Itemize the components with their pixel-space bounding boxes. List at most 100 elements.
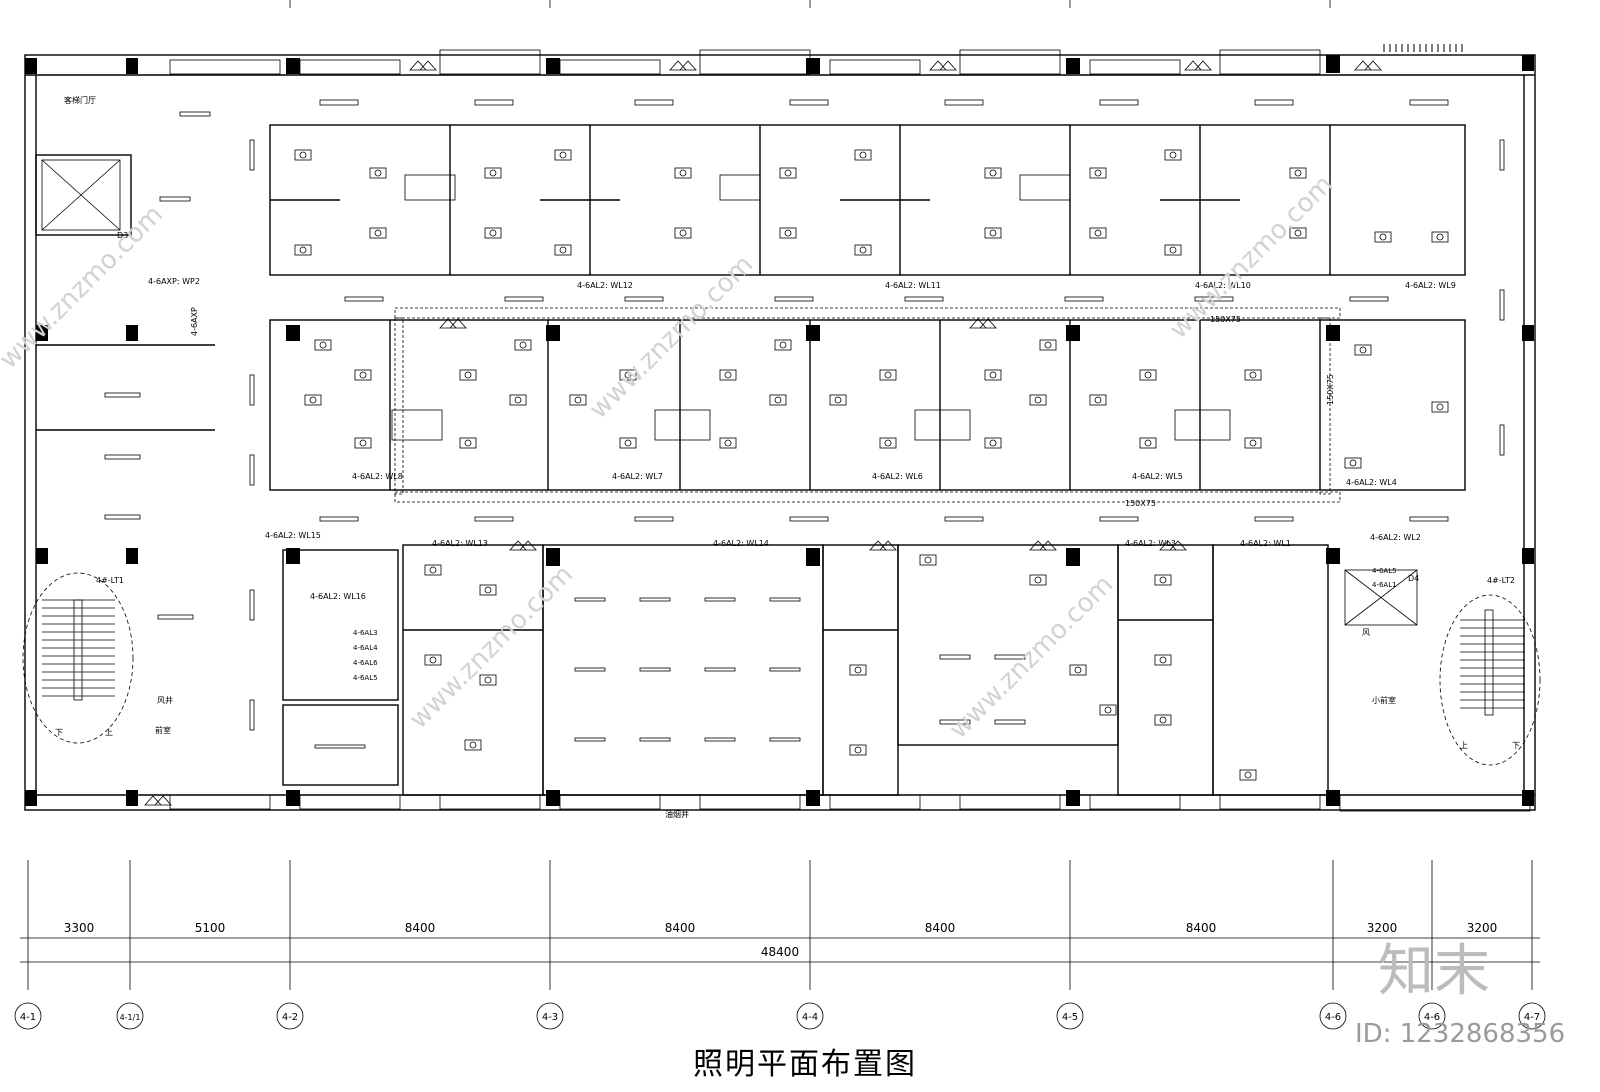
ceiling-lamp-core [1294, 169, 1302, 177]
dim-bay-7: 3200 [1367, 921, 1398, 935]
ceiling-lamp-core [779, 341, 787, 349]
emergency-light-symbol [509, 540, 537, 551]
ceiling-lamp-core [1249, 371, 1257, 379]
circuit-wl11: 4-6AL2: WL11 [885, 281, 941, 290]
ceiling-lamp-symbol [464, 739, 482, 751]
ceiling-lamp-symbol [1239, 769, 1257, 781]
ceiling-lamp-symbol [1431, 231, 1449, 243]
ceiling-lamp-symbol [509, 394, 527, 406]
ceiling-lamp-symbol [294, 149, 312, 161]
dimension-lines: 3300 5100 8400 8400 8400 8400 3200 3200 … [20, 860, 1540, 990]
ceiling-lamp-core [519, 341, 527, 349]
ceiling-lamp-symbol [619, 437, 637, 449]
ceiling-lamp-core [989, 229, 997, 237]
ceiling-lamp-core [989, 371, 997, 379]
ceiling-lamp-core [1159, 716, 1167, 724]
ceiling-lamp-symbol [484, 167, 502, 179]
ceiling-lamp-core [374, 169, 382, 177]
circuit-wl10: 4-6AL2: WL10 [1195, 281, 1251, 290]
axis-4-1-1: 4-1/1 [120, 1013, 141, 1022]
ceiling-lamp-symbol [484, 227, 502, 239]
circuit-wl13: 4-6AL2: WL13 [432, 539, 488, 548]
emergency-light-symbol [1159, 540, 1187, 551]
ceiling-lamp-core [859, 151, 867, 159]
ceiling-lamp-core [1144, 439, 1152, 447]
circuit-wl15: 4-6AL2: WL15 [265, 531, 321, 540]
emergency-light-symbol [869, 540, 897, 551]
circuit-axp: 4-6AXP [190, 307, 199, 336]
ceiling-lamp-symbol [514, 339, 532, 351]
ceiling-lamp-core [884, 439, 892, 447]
ceiling-lamp-core [724, 439, 732, 447]
circuit-wl8: 4-6AL2: WL8 [352, 472, 403, 481]
ceiling-lamp-symbol [459, 437, 477, 449]
ceiling-lamp-symbol [829, 394, 847, 406]
ceiling-lamp-core [884, 371, 892, 379]
ceiling-lamp-symbol [1289, 167, 1307, 179]
stair-down-right: 下 [1512, 741, 1520, 750]
ceiling-lamp-symbol [1244, 369, 1262, 381]
axis-4-1: 4-1 [20, 1012, 36, 1023]
ceiling-lamp-symbol [294, 244, 312, 256]
ceiling-lamp-symbol [769, 394, 787, 406]
ceiling-lamp-symbol [1029, 574, 1047, 586]
ceiling-lamp-core [1034, 396, 1042, 404]
ceiling-lamp-core [1359, 346, 1367, 354]
ceiling-lamp-core [299, 246, 307, 254]
ceiling-lamp-core [319, 341, 327, 349]
axis-4-4: 4-4 [802, 1012, 818, 1023]
ceiling-lamp-symbol [1154, 574, 1172, 586]
ceiling-lamp-symbol [854, 149, 872, 161]
circuit-wl2: 4-6AL2: WL2 [1370, 533, 1421, 542]
dim-bay-4: 8400 [665, 921, 696, 935]
ceiling-lamp-symbol [984, 437, 1002, 449]
ceiling-lamp-core [309, 396, 317, 404]
dim-bay-1: 3300 [64, 921, 95, 935]
ceiling-lamp-symbol [1089, 167, 1107, 179]
drawing-title: 照明平面布置图 [693, 1047, 917, 1082]
ceiling-lamp-symbol [1354, 344, 1372, 356]
ceiling-lamp-core [559, 151, 567, 159]
axis-4-6b: 4-6 [1424, 1012, 1440, 1023]
ceiling-lamp-core [679, 229, 687, 237]
ceiling-lamps [144, 60, 1449, 806]
ceiling-lamp-symbol [1029, 394, 1047, 406]
ceiling-lamp-symbol [1154, 714, 1172, 726]
ceiling-lamp-core [989, 169, 997, 177]
dim-bay-3: 8400 [405, 921, 436, 935]
ceiling-lamp-core [774, 396, 782, 404]
ceiling-lamp-core [299, 151, 307, 159]
structural-columns [25, 55, 1534, 806]
watermark-brand: 知末 [1378, 939, 1490, 1004]
ceiling-lamp-core [514, 396, 522, 404]
stair-up-left: 上 [105, 728, 113, 737]
ceiling-lamp-symbol [849, 664, 867, 676]
ceiling-lamp-core [624, 371, 632, 379]
ceiling-lamp-symbol [984, 369, 1002, 381]
ceiling-lamp-symbol [569, 394, 587, 406]
room-wind: 风 [1362, 628, 1370, 637]
emergency-light-symbol [144, 795, 172, 806]
room-d3: D3 [117, 231, 128, 240]
watermark-site-4: www.znzmo.com [404, 560, 579, 735]
ceiling-lamp-symbol [314, 339, 332, 351]
ceiling-lamp-symbol [1244, 437, 1262, 449]
panel-al6: 4-6AL6 [353, 659, 378, 667]
tray-top: 150X75 [1210, 315, 1241, 324]
ceiling-lamp-core [624, 439, 632, 447]
ceiling-lamp-core [359, 371, 367, 379]
cable-trays [394, 307, 1341, 503]
ceiling-lamp-symbol [1431, 401, 1449, 413]
emergency-light-symbol [439, 318, 467, 329]
emergency-light-symbol [409, 60, 437, 71]
circuit-wl14: 4-6AL2: WL14 [713, 539, 769, 548]
ceiling-lamp-symbol [1374, 231, 1392, 243]
ceiling-lamp-symbol [849, 744, 867, 756]
ceiling-lamp-core [1159, 576, 1167, 584]
ceiling-lamp-core [359, 439, 367, 447]
axis-bubbles: 4-1 4-1/1 4-2 4-3 4-4 4-5 4-6 4-6 4-7 [14, 1002, 1546, 1030]
ceiling-lamp-core [484, 586, 492, 594]
ceiling-lamp-symbol [1039, 339, 1057, 351]
emergency-light-symbol [1184, 60, 1212, 71]
ceiling-lamp-symbol [554, 149, 572, 161]
